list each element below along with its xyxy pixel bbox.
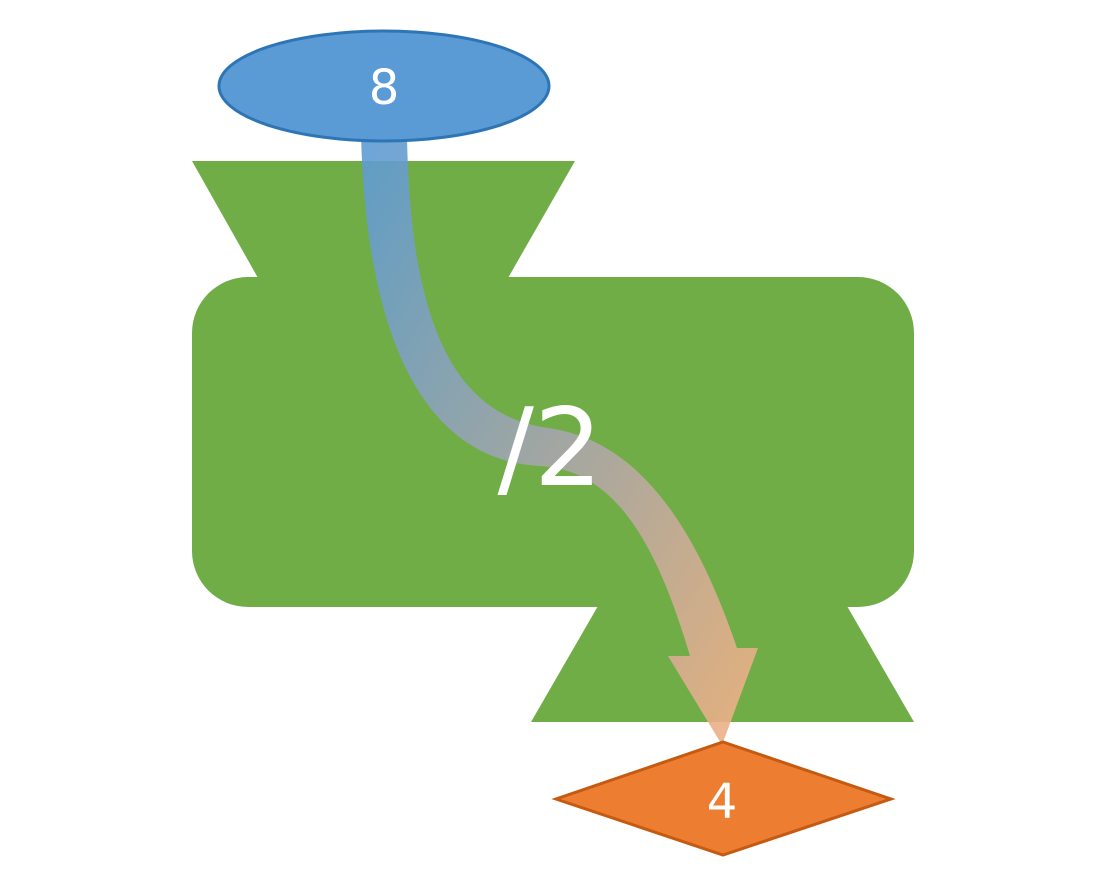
output-value: 4 <box>707 774 738 830</box>
output-node: 4 <box>556 742 891 855</box>
input-node: 8 <box>219 31 549 141</box>
input-value: 8 <box>369 60 400 116</box>
operation-label: /2 <box>497 386 602 511</box>
